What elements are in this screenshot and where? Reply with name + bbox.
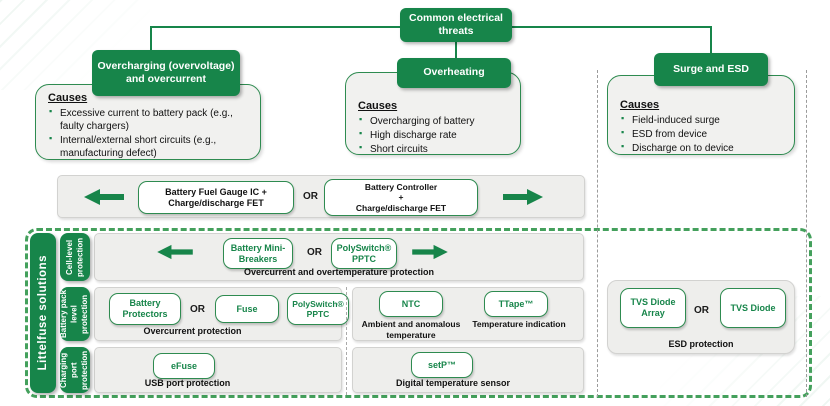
row-caption: Digital temperature sensor <box>395 377 511 388</box>
threat-box-surge-esd: Surge and ESD <box>654 53 768 86</box>
product-box-tvs-diode: TVS Diode <box>720 288 786 328</box>
littelfuse-solutions-outline <box>25 228 812 398</box>
dashed-divider <box>597 70 598 397</box>
causes-list: Excessive current to battery pack (e.g.,… <box>48 106 250 160</box>
sidebar-label: Littelfuse solutions <box>37 255 49 371</box>
product-label-line: + <box>398 192 404 203</box>
or-label: OR <box>303 191 318 202</box>
cell-level-panel: Battery Mini-Breakers OR PolySwitch® PPT… <box>94 233 584 281</box>
causes-panel-overcharging: Causes Excessive current to battery pack… <box>35 84 261 160</box>
tab-label: Charging port protection <box>59 350 90 390</box>
causes-list: Overcharging of battery High discharge r… <box>358 114 510 156</box>
connector-line <box>710 26 712 55</box>
cause-item: ESD from device <box>620 127 784 141</box>
row-caption: ESD protection <box>668 338 734 349</box>
product-box-battery-protectors: Battery Protectors <box>109 293 181 325</box>
pack-level-left-panel: Battery Protectors OR Fuse PolySwitch® P… <box>94 287 349 341</box>
product-box-ttape: TTape™ <box>484 291 548 317</box>
row-caption: Temperature indication <box>472 319 566 329</box>
root-threat-box: Common electrical threats <box>400 8 512 42</box>
tab-label: Cell-level protection <box>64 237 84 277</box>
row-caption: Ambient and anomalous temperature <box>361 319 461 340</box>
product-box-fuse: Fuse <box>215 295 279 323</box>
arrow-left-icon <box>156 244 194 260</box>
product-box-battery-controller: Battery Controller + Charge/discharge FE… <box>324 179 478 216</box>
product-box-setp: setP™ <box>411 352 473 378</box>
product-box-polyswitch-pptc: PolySwitch® PPTC <box>287 293 349 325</box>
system-band-panel: Battery Fuel Gauge IC + Charge/discharge… <box>57 175 585 218</box>
cause-item: Excessive current to battery pack (e.g.,… <box>48 106 250 133</box>
arrow-right-icon <box>411 244 449 260</box>
causes-panel-surge-esd: Causes Field-induced surge ESD from devi… <box>607 75 795 155</box>
arrow-left-icon <box>84 188 124 206</box>
threat-box-overheating: Overheating <box>397 58 511 88</box>
pack-level-right-panel: NTC Ambient and anomalous temperature TT… <box>352 287 584 341</box>
cause-item: High discharge rate <box>358 128 510 142</box>
product-box-ntc: NTC <box>379 291 443 317</box>
connector-line <box>455 40 457 60</box>
tab-charging-port-protection: Charging port protection <box>59 347 90 393</box>
product-box-fuel-gauge: Battery Fuel Gauge IC + Charge/discharge… <box>138 181 294 214</box>
product-box-polyswitch-pptc: PolySwitch® PPTC <box>331 238 397 269</box>
or-label: OR <box>307 247 322 258</box>
tab-battery-pack-level-protection: Battery pack level protection <box>59 287 90 341</box>
or-label: OR <box>694 305 709 316</box>
charging-port-left-panel: eFuse USB port protection <box>94 347 342 393</box>
sidebar-littelfuse-solutions: Littelfuse solutions <box>30 233 56 393</box>
causes-list: Field-induced surge ESD from device Disc… <box>620 113 784 155</box>
threat-box-overcharging: Overcharging (overvoltage) and overcurre… <box>92 50 240 96</box>
dashed-divider <box>346 287 347 395</box>
causes-heading: Causes <box>48 92 88 104</box>
product-box-tvs-diode-array: TVS Diode Array <box>620 288 686 328</box>
arrow-right-icon <box>503 188 543 206</box>
esd-protection-panel: TVS Diode Array OR TVS Diode ESD protect… <box>607 280 795 354</box>
row-caption: USB port protection <box>144 377 231 388</box>
product-label-line: Charge/discharge FET <box>355 202 447 213</box>
tab-cell-level-protection: Cell-level protection <box>60 233 90 281</box>
cause-item: Overcharging of battery <box>358 114 510 128</box>
product-box-battery-mini-breakers: Battery Mini-Breakers <box>223 238 293 269</box>
cause-item: Internal/external short circuits (e.g., … <box>48 133 250 160</box>
cause-item: Field-induced surge <box>620 113 784 127</box>
causes-heading: Causes <box>620 99 660 111</box>
cause-item: Discharge on to device <box>620 141 784 155</box>
row-caption: Overcurrent and overtemperature protecti… <box>243 266 435 277</box>
dashed-divider <box>806 70 807 397</box>
causes-heading: Causes <box>358 100 398 112</box>
product-label-line: Battery Controller <box>364 182 438 193</box>
connector-line <box>150 26 152 52</box>
or-label: OR <box>190 304 205 315</box>
tab-label: Battery pack level protection <box>59 289 90 339</box>
cause-item: Short circuits <box>358 142 510 156</box>
product-label-line: Charge/discharge FET <box>168 197 264 208</box>
row-caption: Overcurrent protection <box>143 325 242 336</box>
charging-port-right-panel: setP™ Digital temperature sensor <box>352 347 584 393</box>
product-label-line: Battery Fuel Gauge IC + <box>165 186 267 197</box>
product-box-efuse: eFuse <box>153 353 215 379</box>
